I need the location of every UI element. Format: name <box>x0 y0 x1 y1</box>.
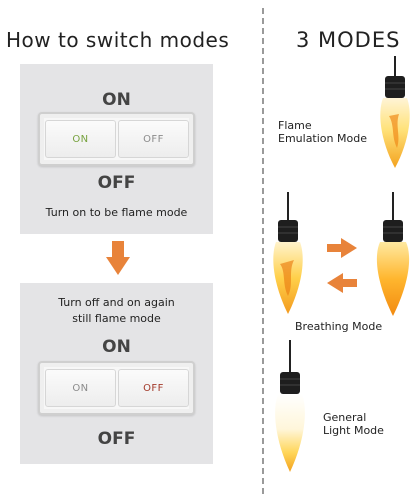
flame-bulb-icon <box>376 192 410 316</box>
switch-panel-top: ON ON OFF OFF Turn on to be flame mode <box>20 64 213 234</box>
flame-bulb-icon <box>273 192 303 314</box>
mode-general-label: General Light Mode <box>323 411 384 437</box>
down-arrow-icon <box>106 241 130 275</box>
panel-on-label: ON <box>102 337 131 357</box>
switch-off-key: OFF <box>118 120 189 158</box>
bottom-caption-line1: Turn off and on again <box>58 296 175 309</box>
panel-off-label: OFF <box>97 173 136 193</box>
mode-flame-label: Flame Emulation Mode <box>278 119 367 145</box>
three-modes-heading: 3 MODES <box>296 28 401 52</box>
switch-off-key: OFF <box>118 369 189 407</box>
bottom-caption-line2: still flame mode <box>72 312 161 325</box>
dashed-divider <box>262 8 264 494</box>
how-to-switch-heading: How to switch modes <box>6 28 230 52</box>
right-arrow-icon <box>327 238 357 258</box>
switch-on-key: ON <box>45 120 116 158</box>
left-arrow-icon <box>327 273 357 293</box>
light-bulb-icon <box>275 340 305 472</box>
flame-bulb-icon <box>380 56 410 168</box>
mode-breathing-label: Breathing Mode <box>295 320 383 333</box>
panel-on-label: ON <box>102 90 131 110</box>
top-caption: Turn on to be flame mode <box>45 206 188 219</box>
rocker-switch-bottom: ON OFF <box>38 361 195 415</box>
rocker-switch-top: ON OFF <box>38 112 195 166</box>
switch-panel-bottom: Turn off and on again still flame mode O… <box>20 283 213 464</box>
panel-off-label: OFF <box>97 429 136 449</box>
switch-on-key: ON <box>45 369 116 407</box>
